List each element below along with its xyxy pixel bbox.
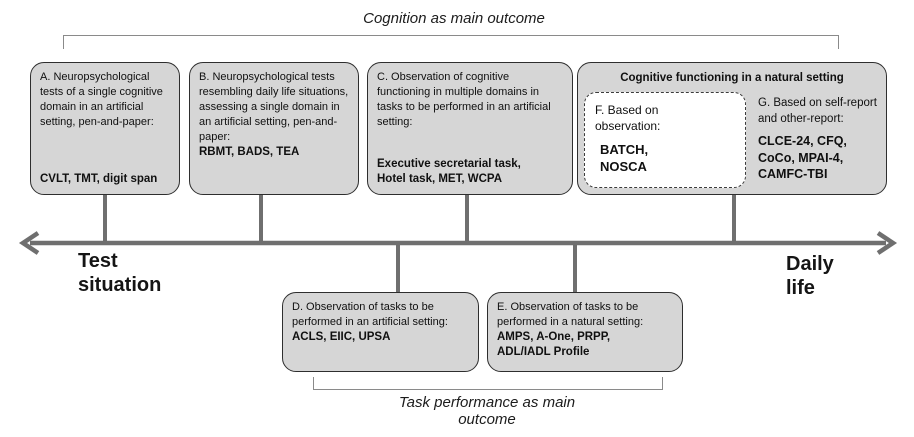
box-g-instruments: CLCE-24, CFQ, CoCo, MPAI-4, CAMFC-TBI <box>758 134 847 181</box>
box-fg-title: Cognitive functioning in a natural setti… <box>620 72 844 84</box>
box-f-observation: F. Based on observation: BATCH, NOSCA <box>584 92 746 188</box>
cognition-outcome-label: Cognition as main outcome <box>363 10 545 27</box>
box-a-neuropsych-tests: A. Neuropsychological tests of a single … <box>30 62 180 195</box>
box-f-instruments: BATCH, NOSCA <box>600 142 649 174</box>
box-fg-natural-setting: Cognitive functioning in a natural setti… <box>577 62 887 195</box>
connector-box-d <box>396 243 400 293</box>
box-d-instruments: ACLS, EIIC, UPSA <box>292 331 391 343</box>
box-b-description: B. Neuropsychological tests resembling d… <box>199 71 349 143</box>
box-a-description: A. Neuropsychological tests of a single … <box>40 71 163 128</box>
box-e-instruments: AMPS, A-One, PRPP, ADL/IADL Profile <box>497 331 611 358</box>
box-d-description: D. Observation of tasks to be performed … <box>292 301 448 328</box>
top-bracket <box>63 35 839 49</box>
bottom-bracket <box>313 377 663 390</box>
box-a-instruments: CVLT, TMT, digit span <box>40 173 158 185</box>
box-e-description: E. Observation of tasks to be performed … <box>497 301 644 328</box>
box-c-observation-artificial: C. Observation of cognitive functioning … <box>367 62 573 195</box>
task-performance-outcome-label: Task performance as main outcome <box>398 394 576 428</box>
box-d-observation-artificial-tasks: D. Observation of tasks to be performed … <box>282 292 479 372</box>
box-e-observation-natural-tasks: E. Observation of tasks to be performed … <box>487 292 683 372</box>
connector-box-fg <box>732 193 736 243</box>
axis-label-daily-life: Daily life <box>786 253 834 299</box>
connector-box-e <box>573 243 577 293</box>
box-c-description: C. Observation of cognitive functioning … <box>377 71 551 128</box>
connector-box-a <box>103 193 107 243</box>
box-c-instruments: Executive secretarial task, Hotel task, … <box>377 158 521 185</box>
continuum-axis-arrow <box>18 231 898 255</box>
axis-label-test-situation: Test situation <box>78 250 162 296</box>
connector-box-c <box>465 193 469 243</box>
box-g-self-report: G. Based on self-report and other-report… <box>758 95 886 183</box>
box-b-neuropsych-daily-tests: B. Neuropsychological tests resembling d… <box>189 62 359 195</box>
box-b-instruments: RBMT, BADS, TEA <box>199 146 300 158</box>
connector-box-b <box>259 193 263 243</box>
box-f-description: F. Based on observation: <box>595 103 661 133</box>
box-g-description: G. Based on self-report and other-report… <box>758 97 877 125</box>
